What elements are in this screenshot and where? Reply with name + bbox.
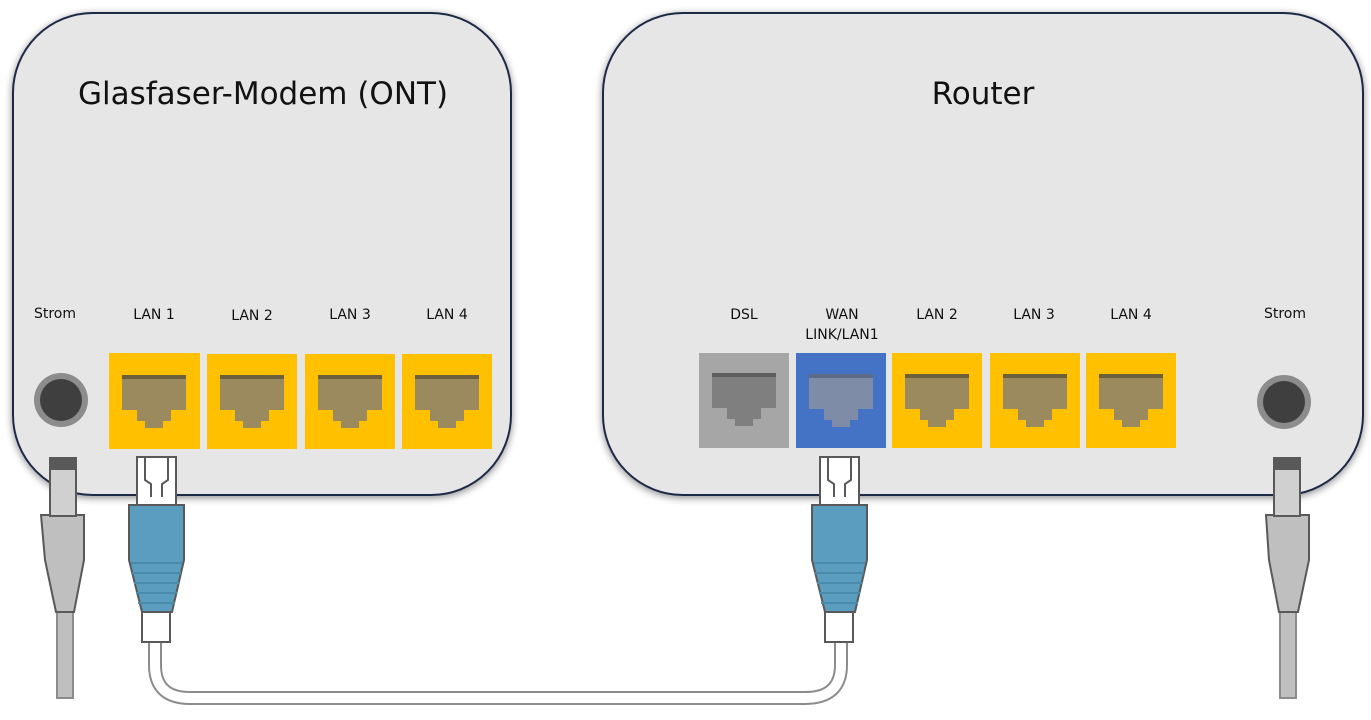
router-label-dsl: DSL [730, 307, 758, 323]
modem-ethernet-plug [128, 456, 185, 643]
modem-power-socket [34, 373, 88, 427]
modem-port-lan3 [305, 354, 395, 449]
router-label-lan2: LAN 2 [916, 307, 958, 323]
router-port-wan [796, 353, 886, 448]
router-port-dsl [699, 353, 789, 448]
router-port-lan2 [892, 353, 982, 448]
modem-label-power: Strom [33, 306, 77, 322]
modem-label-lan1: LAN 1 [133, 307, 175, 323]
modem-port-lan2 [207, 354, 297, 449]
router-port-lan3 [990, 353, 1080, 448]
router-label-wan: WAN LINK/LAN1 [805, 305, 878, 345]
modem-label-lan3: LAN 3 [329, 307, 371, 323]
modem-label-lan2: LAN 2 [231, 308, 273, 324]
ethernet-cable [148, 640, 848, 705]
router-power-plug [1264, 457, 1310, 699]
router-port-lan4 [1086, 353, 1176, 448]
router-label-lan3: LAN 3 [1013, 307, 1055, 323]
router-label-wan-line2: LINK/LAN1 [805, 327, 879, 343]
router-label-lan4: LAN 4 [1110, 307, 1152, 323]
modem-power-plug [39, 457, 85, 699]
modem-port-lan4 [402, 354, 492, 449]
modem-port-lan1 [109, 353, 200, 449]
router-title: Router [931, 76, 1035, 112]
router-label-power: Strom [1263, 306, 1307, 322]
modem-label-lan4: LAN 4 [426, 307, 468, 323]
router-ethernet-plug [811, 456, 868, 643]
router-label-wan-line1: WAN [825, 307, 859, 323]
modem-title: Glasfaser-Modem (ONT) [77, 76, 449, 112]
router-power-socket [1257, 375, 1311, 429]
